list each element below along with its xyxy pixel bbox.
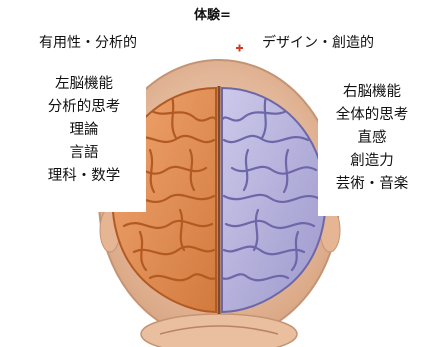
- left-function-item: 分析的思考: [48, 96, 121, 119]
- left-function-item: 左脳機能: [55, 73, 113, 96]
- left-top-label: 有用性・分析的: [39, 36, 137, 50]
- right-hemisphere-functions: 右脳機能 全体的思考 直感 創造力 芸術・音楽: [320, 81, 424, 196]
- right-top-label: デザイン・創造的: [262, 36, 374, 50]
- left-function-item: 言語: [70, 142, 99, 165]
- right-function-item: 創造力: [350, 150, 394, 173]
- left-function-item: 理科・数学: [48, 165, 121, 188]
- right-function-item: 直感: [358, 127, 387, 150]
- right-function-item: 右脳機能: [343, 81, 401, 104]
- diagram-title: 体験=: [194, 9, 231, 22]
- plus-marker-icon: [236, 45, 243, 52]
- left-hemisphere-functions: 左脳機能 分析的思考 理論 言語 理科・数学: [24, 73, 144, 188]
- left-function-item: 理論: [70, 119, 99, 142]
- right-function-item: 芸術・音楽: [336, 173, 409, 196]
- right-function-item: 全体的思考: [336, 104, 409, 127]
